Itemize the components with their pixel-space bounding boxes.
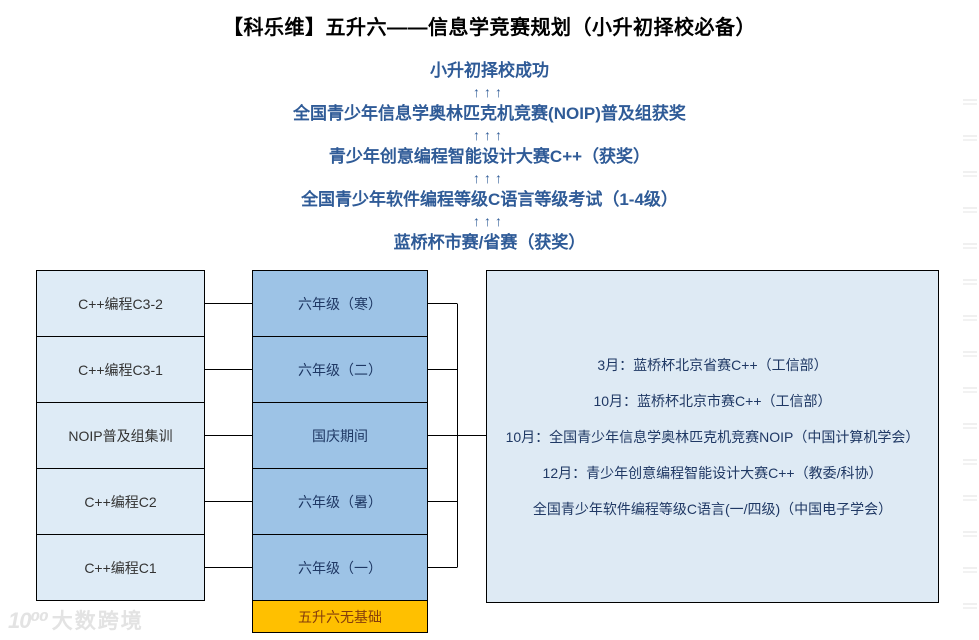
up-arrows-icon: ↑↑↑ xyxy=(473,84,506,100)
flow-step-lanqiao: 蓝桥杯市赛/省赛（获奖） xyxy=(393,233,586,252)
up-arrows-icon: ↑↑↑ xyxy=(473,213,506,229)
competition-line-grading: 全国青少年软件编程等级C语言(一/四级)（中国电子学会） xyxy=(532,500,893,517)
watermark-tile-marks xyxy=(963,70,977,630)
course-box-c2: C++编程C2 xyxy=(36,468,205,535)
course-column: C++编程C3-2 C++编程C3-1 NOIP普及组集训 C++编程C2 C+… xyxy=(36,270,205,601)
flow-step-noip: 全国青少年信息学奥林匹克机竞赛(NOIP)普及组获奖 xyxy=(293,104,686,123)
schedule-box-term2: 六年级（二） xyxy=(252,336,428,403)
course-box-noip-camp: NOIP普及组集训 xyxy=(36,402,205,469)
up-arrows-icon: ↑↑↑ xyxy=(473,170,506,186)
page-title: 【科乐维】五升六——信息学竞赛规划（小升初择校必备） xyxy=(223,17,756,39)
competition-line-december: 12月：青少年创意编程智能设计大赛C++（教委/科协） xyxy=(542,464,883,481)
flow-step-creative: 青少年创意编程智能设计大赛C++（获奖） xyxy=(328,147,651,166)
schedule-box-national: 国庆期间 xyxy=(252,402,428,469)
flow-step-goal: 小升初择校成功 xyxy=(430,61,549,80)
course-box-c1: C++编程C1 xyxy=(36,534,205,601)
goal-flow: 小升初择校成功 ↑↑↑ 全国青少年信息学奥林匹克机竞赛(NOIP)普及组获奖 ↑… xyxy=(0,60,979,254)
watermark: 10⁰⁰ 大数跨境 xyxy=(8,605,144,635)
course-box-c3-1: C++编程C3-1 xyxy=(36,336,205,403)
schedule-box-summer: 六年级（暑） xyxy=(252,468,428,535)
course-box-c3-2: C++编程C3-2 xyxy=(36,270,205,337)
competition-line-october1: 10月：蓝桥杯北京市赛C++（工信部） xyxy=(593,392,832,409)
watermark-text: 大数跨境 xyxy=(51,610,144,633)
competition-panel: 3月：蓝桥杯北京省赛C++（工信部） 10月：蓝桥杯北京市赛C++（工信部） 1… xyxy=(486,270,939,603)
base-level-box: 五升六无基础 xyxy=(252,600,428,633)
up-arrows-icon: ↑↑↑ xyxy=(473,127,506,143)
schedule-box-term1: 六年级（一） xyxy=(252,534,428,601)
competition-line-march: 3月：蓝桥杯北京省赛C++（工信部） xyxy=(597,356,828,373)
schedule-box-winter: 六年级（寒） xyxy=(252,270,428,337)
competition-line-october2: 10月：全国青少年信息学奥林匹克机竞赛NOIP（中国计算机学会） xyxy=(505,428,920,445)
schedule-column: 六年级（寒） 六年级（二） 国庆期间 六年级（暑） 六年级（一） 五升六无基础 xyxy=(252,270,428,633)
flow-step-grade-exam: 全国青少年软件编程等级C语言等级考试（1-4级） xyxy=(301,190,678,209)
watermark-logo-icon: 10⁰⁰ xyxy=(8,608,49,633)
